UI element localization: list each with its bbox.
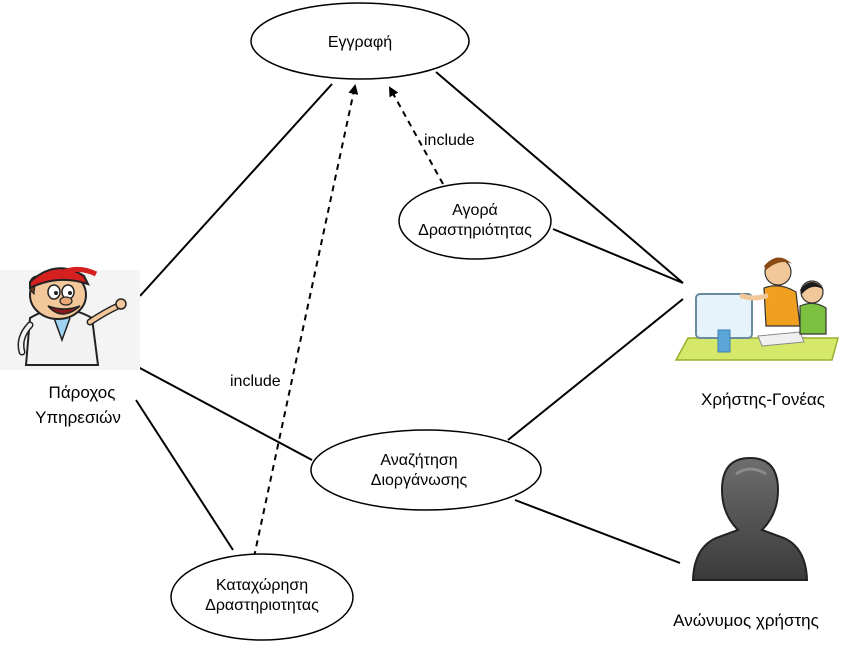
actor-anonymous-user[interactable]: Ανώνυμος χρήστης <box>673 456 819 630</box>
use-case-search-organization[interactable]: Αναζήτηση Διοργάνωσης <box>310 429 542 511</box>
assoc-anonymous-search <box>514 499 681 564</box>
use-case-search-line1: Αναζήτηση <box>380 452 457 469</box>
include-label-register: include <box>230 373 281 390</box>
use-case-register-line1: Καταχώρηση <box>216 577 308 594</box>
actor-provider-line2: Υπηρεσιών <box>35 408 121 427</box>
include-register-to-registration <box>253 84 359 558</box>
use-case-registration[interactable]: Εγγραφή <box>250 2 470 80</box>
use-case-register-line2: Δραστηριοτητας <box>205 597 319 614</box>
assoc-provider-register-activity <box>135 399 234 551</box>
user-silhouette-icon <box>691 456 809 581</box>
use-case-registration-label: Εγγραφή <box>328 34 392 51</box>
use-case-register-activity[interactable]: Καταχώρηση Δραστηριοτητας <box>170 553 354 641</box>
actor-parent-user[interactable]: Χρήστης-Γονέας <box>674 257 839 409</box>
actor-provider[interactable]: Πάροχος Υπηρεσιών <box>0 266 140 427</box>
use-case-buy-activity-line1: Αγορά <box>452 202 498 219</box>
assoc-parent-registration <box>435 71 684 284</box>
assoc-provider-registration <box>139 83 333 297</box>
actor-parent-user-label: Χρήστης-Γονέας <box>701 390 825 409</box>
associations <box>135 71 684 564</box>
use-case-buy-activity[interactable]: Αγορά Δραστηριότητας <box>398 182 552 260</box>
assoc-parent-search <box>507 298 684 441</box>
actor-anonymous-user-label: Ανώνυμος χρήστης <box>673 611 819 630</box>
include-buy-to-registration <box>389 86 444 185</box>
assoc-parent-buy <box>552 228 684 284</box>
include-label-buy: include <box>424 132 475 149</box>
assoc-provider-search <box>137 366 313 461</box>
provider-cartoon-icon <box>0 266 140 370</box>
include-dependencies: include include <box>230 84 475 558</box>
kids-computer-icon <box>674 257 839 361</box>
use-case-buy-activity-line2: Δραστηριότητας <box>418 222 532 239</box>
actor-provider-line1: Πάροχος <box>49 383 116 402</box>
use-case-search-line2: Διοργάνωσης <box>371 472 468 489</box>
